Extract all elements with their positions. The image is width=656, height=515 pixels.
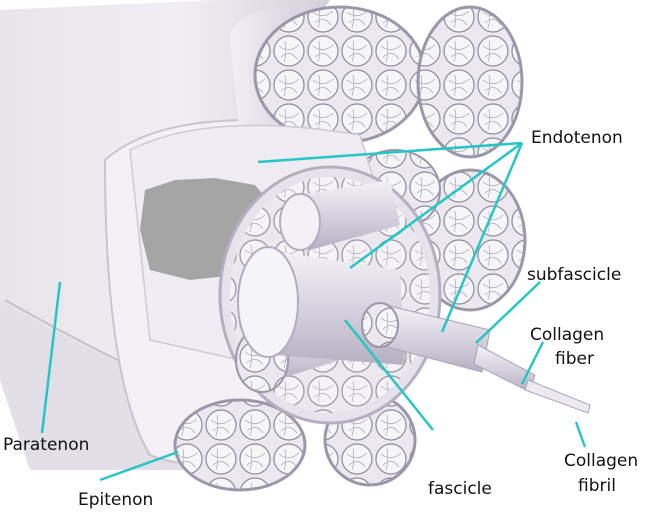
- label-fascicle: fascicle: [428, 479, 492, 499]
- label-collagen-fibril-line1: Collagen: [564, 451, 638, 471]
- label-paratenon: Paratenon: [3, 435, 89, 455]
- fascicle-top-right: [418, 7, 522, 157]
- label-epitenon: Epitenon: [78, 490, 153, 510]
- fascicle-top-left: [230, 7, 425, 143]
- label-subfascicle: subfascicle: [527, 265, 621, 285]
- label-collagen-fiber-line2: fiber: [555, 349, 594, 369]
- leader-collagen-fibril: [576, 422, 585, 447]
- label-collagen-fibril-line2: fibril: [578, 476, 616, 496]
- extracted-collagen-fibril: [525, 380, 590, 413]
- label-collagen-fiber-line1: Collagen: [530, 325, 604, 345]
- label-endotenon: Endotenon: [531, 128, 623, 148]
- extracted-collagen-fiber: [474, 345, 535, 392]
